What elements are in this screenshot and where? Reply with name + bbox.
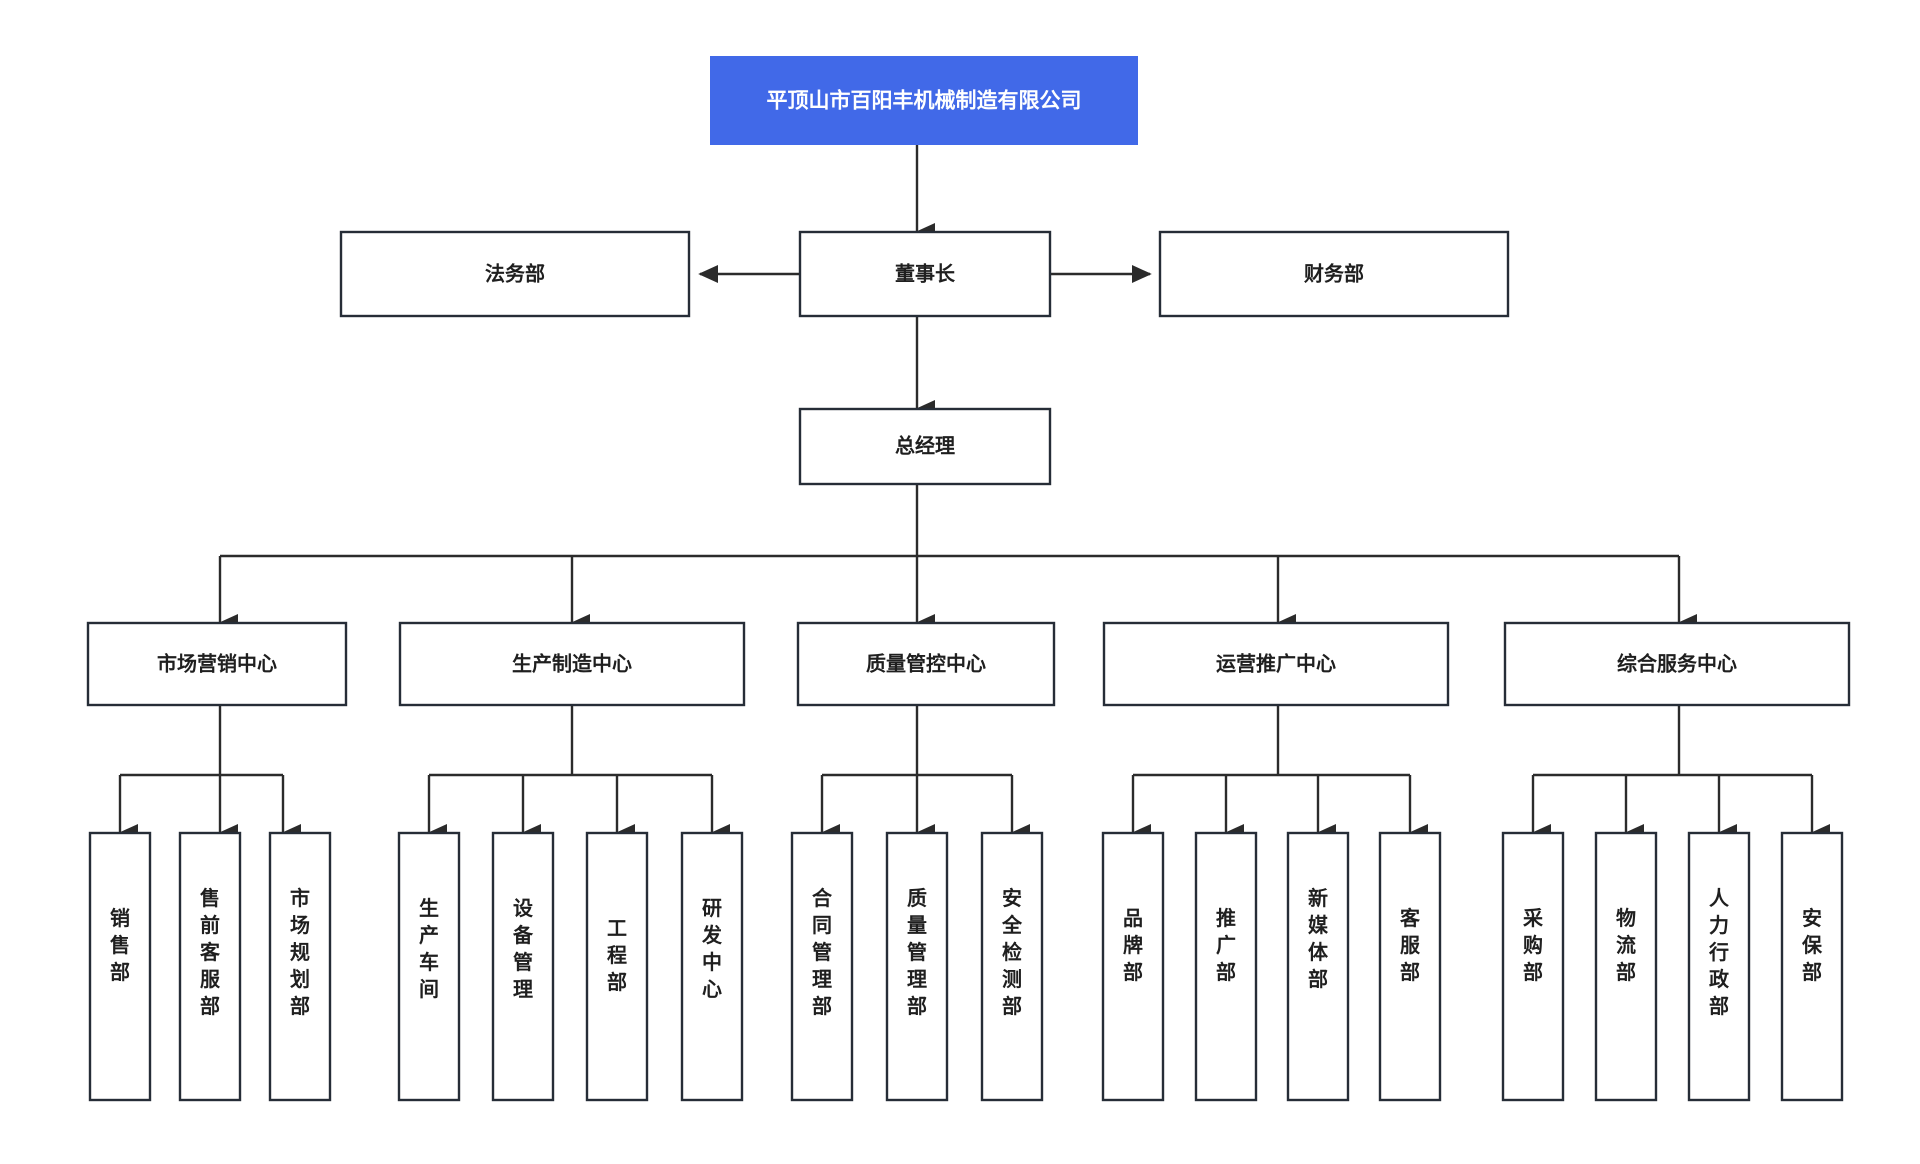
leaf-label: 市场规划部 (290, 886, 310, 1018)
node-root-company[interactable]: 平顶山市百阳丰机械制造有限公司 (710, 56, 1138, 145)
chairman-label: 董事长 (895, 261, 956, 285)
center-box-4 (1102, 621, 1450, 707)
leaf-label: 安保部 (1801, 906, 1823, 984)
root-box (710, 56, 1138, 145)
leaf-node[interactable]: 人力行政部 (1687, 831, 1751, 1102)
node-chairman[interactable]: 董事长 (798, 230, 1052, 318)
node-center-production[interactable]: 生产制造中心 (398, 621, 746, 707)
leaf-box (1594, 831, 1658, 1102)
leaf-label: 合同管理部 (812, 886, 833, 1018)
leaf-label: 售前客服部 (199, 886, 221, 1018)
leaf-box (268, 831, 332, 1102)
gm-box (798, 407, 1052, 486)
leaf-node[interactable]: 合同管理部 (790, 831, 854, 1102)
leaf-node[interactable]: 市场规划部 (268, 831, 332, 1102)
leaf-label: 物流部 (1616, 906, 1636, 984)
leaf-node[interactable]: 研发中心 (680, 831, 744, 1102)
leaf-box (88, 831, 152, 1102)
leaf-box (1378, 831, 1442, 1102)
leaf-label: 生产车间 (419, 897, 439, 1001)
leaf-label: 客服部 (1399, 906, 1421, 984)
center-box-3 (796, 621, 1056, 707)
legal-label: 法务部 (485, 261, 545, 285)
leaf-label: 品牌部 (1123, 907, 1143, 984)
leaf-box (1780, 831, 1844, 1102)
chairman-box (798, 230, 1052, 318)
node-center-operations[interactable]: 运营推广中心 (1102, 621, 1450, 707)
node-center-marketing[interactable]: 市场营销中心 (86, 621, 348, 707)
leaf-box (1501, 831, 1565, 1102)
leaf-label: 安全检测部 (1001, 886, 1023, 1018)
node-center-services[interactable]: 综合服务中心 (1503, 621, 1851, 707)
leaf-node[interactable]: 销售部 (88, 831, 152, 1102)
center-box-5 (1503, 621, 1851, 707)
root-label: 平顶山市百阳丰机械制造有限公司 (767, 89, 1082, 113)
leaf-node[interactable]: 工程部 (585, 831, 649, 1102)
leaf-box (1286, 831, 1350, 1102)
leaf-node[interactable]: 售前客服部 (178, 831, 242, 1102)
node-legal-dept[interactable]: 法务部 (339, 230, 691, 318)
leaf-box (585, 831, 649, 1102)
center-box-1 (86, 621, 348, 707)
leaf-node[interactable]: 品牌部 (1101, 831, 1165, 1102)
leaf-node[interactable]: 物流部 (1594, 831, 1658, 1102)
leaf-label: 新媒体部 (1308, 886, 1329, 991)
gm-label: 总经理 (895, 433, 955, 457)
finance-box (1158, 230, 1510, 318)
leaf-node[interactable]: 新媒体部 (1286, 831, 1350, 1102)
leaf-node[interactable]: 采购部 (1501, 831, 1565, 1102)
leaf-box (980, 831, 1044, 1102)
leaf-label: 研发中心 (701, 898, 723, 1001)
leaf-label: 工程部 (607, 918, 627, 994)
leaf-box (1687, 831, 1751, 1102)
leaf-box (885, 831, 949, 1102)
node-center-quality[interactable]: 质量管控中心 (796, 621, 1056, 707)
center-label-4: 运营推广中心 (1216, 651, 1336, 675)
leaf-box (790, 831, 854, 1102)
center-box-2 (398, 621, 746, 707)
center-label-1: 市场营销中心 (157, 651, 277, 675)
leaf-node[interactable]: 客服部 (1378, 831, 1442, 1102)
leaf-box (178, 831, 242, 1102)
leaf-box (1194, 831, 1258, 1102)
leaf-node[interactable]: 生产车间 (397, 831, 461, 1102)
leaf-node[interactable]: 安全检测部 (980, 831, 1044, 1102)
legal-box (339, 230, 691, 318)
leaf-node[interactable]: 设备管理 (491, 831, 555, 1102)
leaf-box (1101, 831, 1165, 1102)
leaf-box (491, 831, 555, 1102)
leaf-box (397, 831, 461, 1102)
center-label-3: 质量管控中心 (866, 651, 986, 675)
node-general-manager[interactable]: 总经理 (798, 407, 1052, 486)
leaf-node[interactable]: 质量管理部 (885, 831, 949, 1102)
node-finance-dept[interactable]: 财务部 (1158, 230, 1510, 318)
center-label-5: 综合服务中心 (1617, 651, 1737, 675)
leaf-label: 设备管理 (512, 897, 534, 1001)
leaf-box (680, 831, 744, 1102)
leaf-node[interactable]: 推广部 (1194, 831, 1258, 1102)
leaf-label: 质量管理部 (907, 887, 927, 1018)
leaf-label: 采购部 (1523, 907, 1543, 984)
leaf-label: 人力行政部 (1708, 887, 1730, 1018)
leaf-label: 销售部 (110, 906, 130, 984)
leaf-node[interactable]: 安保部 (1780, 831, 1844, 1102)
center-label-2: 生产制造中心 (512, 651, 632, 675)
leaf-label: 推广部 (1216, 906, 1236, 984)
connector-layer (118, 145, 1830, 842)
finance-label: 财务部 (1304, 261, 1364, 285)
